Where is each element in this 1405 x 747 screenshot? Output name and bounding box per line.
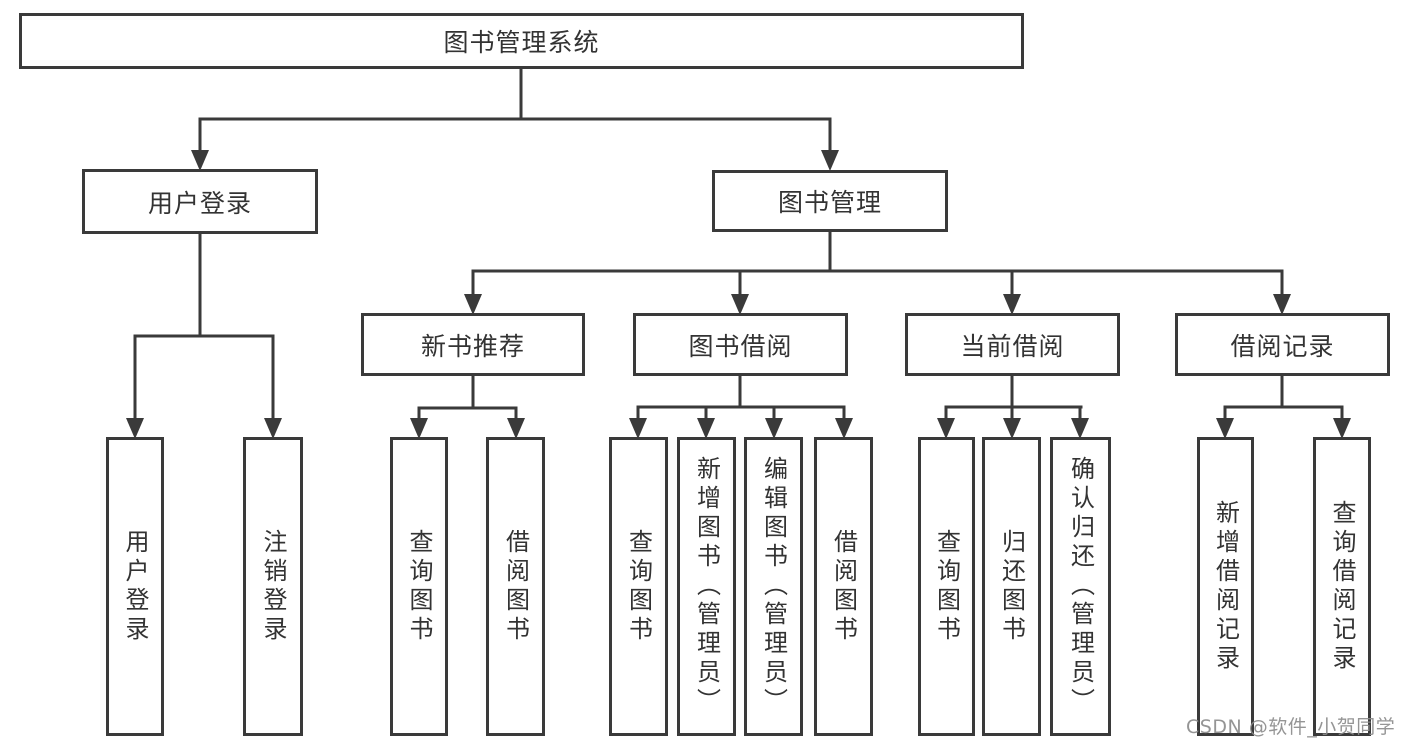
leaf-current-query-label: 查询图书 <box>932 528 961 645</box>
leaf-newbook-borrow-label: 借阅图书 <box>501 528 530 645</box>
leaf-add-borrow-record: 新增借阅记录 <box>1197 437 1254 736</box>
node-user-login-label: 用户登录 <box>147 188 252 218</box>
leaf-add-borrow-record-label: 新增借阅记录 <box>1211 499 1240 674</box>
node-book-borrow: 图书借阅 <box>633 313 848 376</box>
arrowhead-icons <box>126 150 1351 439</box>
leaf-borrow-add-book: 新增图书（管理员） <box>677 437 736 736</box>
leaf-borrow-edit-book: 编辑图书（管理员） <box>744 437 803 736</box>
csdn-watermark: CSDN @软件_小贺同学 <box>1186 716 1396 738</box>
node-new-book-recommend: 新书推荐 <box>361 313 585 376</box>
leaf-user-login-label: 用户登录 <box>121 528 149 645</box>
node-borrow-records-label: 借阅记录 <box>1230 331 1335 361</box>
leaf-borrow-add-book-label: 新增图书（管理员） <box>692 456 721 717</box>
node-book-management-label: 图书管理 <box>777 188 882 217</box>
node-current-borrow: 当前借阅 <box>905 313 1120 376</box>
node-new-book-recommend-label: 新书推荐 <box>420 331 525 361</box>
leaf-borrow-book: 借阅图书 <box>814 437 873 736</box>
node-user-login: 用户登录 <box>82 169 318 234</box>
leaf-newbook-query: 查询图书 <box>390 437 448 736</box>
leaf-borrow-query-label: 查询图书 <box>624 528 653 645</box>
leaf-newbook-borrow: 借阅图书 <box>486 437 545 736</box>
node-borrow-records: 借阅记录 <box>1175 313 1390 376</box>
leaf-return-book: 归还图书 <box>982 437 1041 736</box>
leaf-confirm-return: 确认归还（管理员） <box>1050 437 1111 736</box>
leaf-borrow-query: 查询图书 <box>609 437 668 736</box>
root-node: 图书管理系统 <box>19 13 1024 69</box>
leaf-query-borrow-record: 查询借阅记录 <box>1313 437 1371 736</box>
leaf-confirm-return-label: 确认归还（管理员） <box>1066 456 1095 717</box>
root-node-label: 图书管理系统 <box>443 28 600 57</box>
leaf-user-login: 用户登录 <box>106 437 164 736</box>
node-book-borrow-label: 图书借阅 <box>688 331 793 361</box>
leaf-logout-label: 注销登录 <box>259 528 287 645</box>
leaf-borrow-book-label: 借阅图书 <box>829 528 858 645</box>
leaf-query-borrow-record-label: 查询借阅记录 <box>1328 499 1356 674</box>
leaf-borrow-edit-book-label: 编辑图书（管理员） <box>759 456 788 717</box>
leaf-return-book-label: 归还图书 <box>997 528 1026 645</box>
leaf-current-query: 查询图书 <box>918 437 975 736</box>
leaf-logout: 注销登录 <box>243 437 303 736</box>
leaf-newbook-query-label: 查询图书 <box>405 528 433 645</box>
node-current-borrow-label: 当前借阅 <box>960 331 1065 361</box>
node-book-management: 图书管理 <box>712 170 948 232</box>
